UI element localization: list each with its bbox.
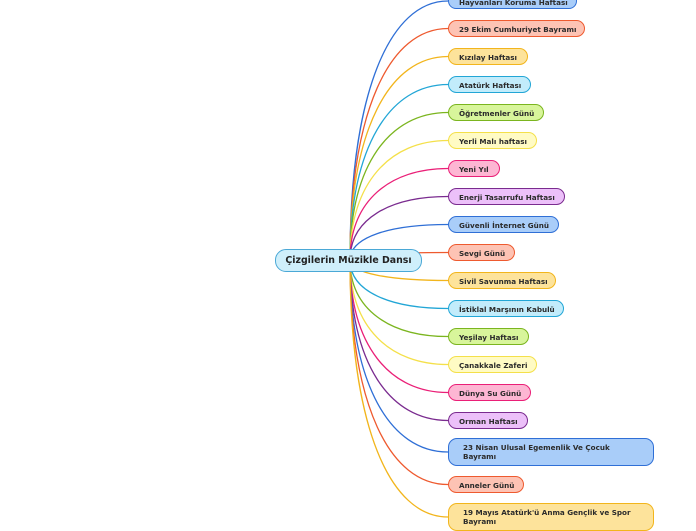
topic-node[interactable]: Kızılay Haftası bbox=[448, 48, 528, 65]
topic-node[interactable]: Sevgi Günü bbox=[448, 244, 515, 261]
root-topic-label: Çizgilerin Müzikle Dansı bbox=[285, 255, 412, 266]
topic-label: İstiklal Marşının Kabulü bbox=[459, 305, 555, 314]
topic-node[interactable]: 29 Ekim Cumhuriyet Bayramı bbox=[448, 20, 585, 37]
topic-node[interactable]: Çanakkale Zaferi bbox=[448, 356, 537, 373]
connector-line bbox=[349, 195, 449, 261]
topic-label: Atatürk Haftası bbox=[459, 81, 522, 90]
root-topic[interactable]: Çizgilerin Müzikle Dansı bbox=[275, 249, 422, 272]
topic-label: Yeni Yıl bbox=[459, 165, 489, 174]
topic-label: Hayvanları Koruma Haftası bbox=[459, 0, 568, 7]
topic-node[interactable]: 19 Mayıs Atatürk'ü Anma Gençlik ve Spor … bbox=[448, 503, 654, 531]
topic-label: Yeşilay Haftası bbox=[459, 333, 519, 342]
topic-node[interactable]: Orman Haftası bbox=[448, 412, 528, 429]
topic-label: Öğretmenler Günü bbox=[459, 109, 535, 118]
topic-node[interactable]: Hayvanları Koruma Haftası bbox=[448, 0, 577, 9]
topic-label: 29 Ekim Cumhuriyet Bayramı bbox=[459, 25, 577, 34]
topic-label: 23 Nisan Ulusal Egemenlik Ve Çocuk Bayra… bbox=[463, 443, 610, 461]
topic-node[interactable]: Öğretmenler Günü bbox=[448, 104, 544, 121]
connector-line bbox=[349, 111, 449, 261]
topic-node[interactable]: Yeni Yıl bbox=[448, 160, 500, 177]
connector-line bbox=[349, 139, 449, 261]
connector-line bbox=[349, 259, 449, 394]
topic-node[interactable]: İstiklal Marşının Kabulü bbox=[448, 300, 564, 317]
topic-label: Anneler Günü bbox=[459, 481, 515, 490]
connector-line bbox=[349, 259, 449, 338]
topic-node[interactable]: Anneler Günü bbox=[448, 476, 524, 493]
topic-label: 19 Mayıs Atatürk'ü Anma Gençlik ve Spor … bbox=[463, 508, 631, 526]
topic-node[interactable]: Atatürk Haftası bbox=[448, 76, 531, 93]
connector-line bbox=[349, 259, 449, 518]
topic-node[interactable]: Sivil Savunma Haftası bbox=[448, 272, 556, 289]
connector-line bbox=[349, 167, 449, 261]
topic-label: Kızılay Haftası bbox=[459, 53, 517, 62]
topic-node[interactable]: Dünya Su Günü bbox=[448, 384, 531, 401]
connector-line bbox=[349, 83, 449, 261]
topic-node[interactable]: Güvenli İnternet Günü bbox=[448, 216, 559, 233]
topic-label: Güvenli İnternet Günü bbox=[459, 221, 549, 230]
topic-label: Çanakkale Zaferi bbox=[459, 361, 528, 370]
connector-line bbox=[349, 0, 449, 261]
topic-node[interactable]: Enerji Tasarrufu Haftası bbox=[448, 188, 565, 205]
topic-node[interactable]: Yeşilay Haftası bbox=[448, 328, 529, 345]
topic-node[interactable]: 23 Nisan Ulusal Egemenlik Ve Çocuk Bayra… bbox=[448, 438, 654, 466]
topic-label: Sevgi Günü bbox=[459, 249, 506, 258]
topic-label: Sivil Savunma Haftası bbox=[459, 277, 548, 286]
topic-label: Orman Haftası bbox=[459, 417, 518, 426]
topic-label: Enerji Tasarrufu Haftası bbox=[459, 193, 555, 202]
connector-line bbox=[349, 259, 449, 422]
connector-line bbox=[349, 259, 449, 366]
topic-label: Dünya Su Günü bbox=[459, 389, 522, 398]
topic-label: Yerli Malı haftası bbox=[459, 137, 527, 146]
topic-node[interactable]: Yerli Malı haftası bbox=[448, 132, 537, 149]
